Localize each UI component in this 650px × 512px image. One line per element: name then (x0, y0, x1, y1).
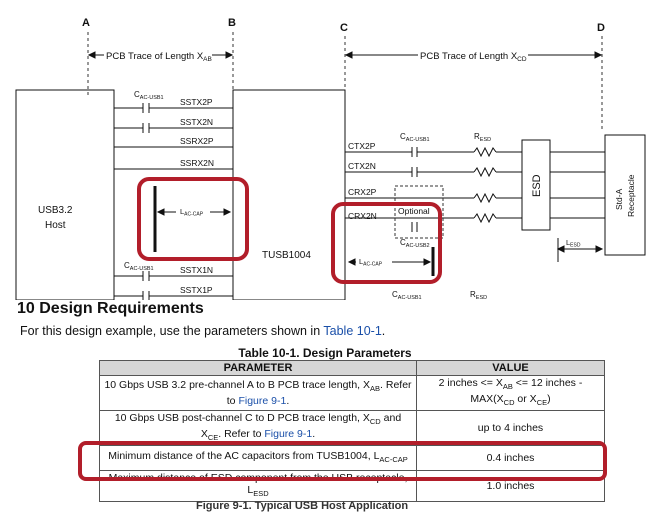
esd-label: ESD (531, 174, 543, 197)
lesd-label: LESD (566, 238, 581, 249)
host-box (15, 89, 115, 300)
figure-link[interactable]: Figure 9-1 (238, 395, 287, 408)
lac-cap-left-label: LAC-CAP (180, 207, 204, 218)
trace-ab-arrow (87, 51, 234, 59)
marker-c: C (340, 22, 348, 34)
esd-box (521, 139, 551, 231)
signal-sstx2n: SSTX2N (180, 117, 213, 127)
receptacle-label-1: Std-A (614, 188, 624, 210)
value-cell: 2 inches <= XAB <= 12 inches - MAX(XCD o… (416, 374, 605, 412)
signal-crx2n: CRX2N (348, 211, 377, 221)
header-value: VALUE (416, 360, 605, 376)
figure-caption-cut: Figure 9-1. Typical USB Host Application (196, 500, 409, 512)
chip-label: TUSB1004 (262, 250, 311, 261)
cap-usb2: CAC-USB2 (400, 238, 430, 249)
section-title: 10 Design Requirements (17, 300, 204, 317)
table-row: 10 Gbps USB 3.2 pre-channel A to B PCB t… (99, 374, 605, 412)
cap-usb1-right-top: CAC-USB1 (400, 132, 430, 143)
host-label-line1: USB3.2 (38, 205, 73, 216)
highlight-right (331, 202, 442, 284)
cap-usb1-top: CAC-USB1 (134, 90, 164, 101)
value-cell: 1.0 inches (416, 470, 605, 503)
signal-sstx1n: SSTX1N (180, 265, 213, 275)
host-label-line2: Host (45, 220, 66, 231)
marker-d: D (597, 22, 605, 34)
lac-cap-left-marker (153, 186, 232, 252)
highlight-left (137, 177, 249, 261)
receptacle-label-2: Receptacle (626, 174, 636, 217)
receptacle-box (604, 134, 646, 256)
cap-usb1-bottom: CAC-USB1 (124, 261, 154, 272)
intro-end: . (381, 324, 386, 338)
trace-cd-arrow (344, 51, 603, 59)
intro-text: For this design example, use the paramet… (20, 324, 324, 338)
lesd-marker (556, 238, 604, 262)
lac-cap-right-label: LAC-CAP (359, 257, 383, 268)
signal-sstx2p: SSTX2P (180, 97, 213, 107)
figure-link[interactable]: Figure 9-1 (264, 428, 313, 441)
value-cell: 0.4 inches (416, 445, 605, 472)
table-link[interactable]: Table 10-1 (323, 324, 382, 338)
guide-lines (87, 32, 603, 130)
table-row: Minimum distance of the AC capacitors fr… (99, 445, 605, 472)
table-header-row: PARAMETER VALUE (99, 360, 605, 376)
design-parameters-table: PARAMETER VALUE 10 Gbps USB 3.2 pre-chan… (99, 360, 605, 503)
trace-cd-label: PCB Trace of Length XCD (420, 51, 527, 63)
optional-cap (411, 222, 418, 232)
trace-ab-label: PCB Trace of Length XAB (106, 51, 212, 63)
right-signal-lines (345, 146, 605, 224)
lac-cap-label-bg (176, 205, 210, 218)
signal-crx2p: CRX2P (348, 187, 377, 197)
param-cell: 10 Gbps USB 3.2 pre-channel A to B PCB t… (99, 374, 417, 412)
signal-ssrx2p: SSRX2P (180, 136, 214, 146)
optional-label: Optional (398, 206, 430, 216)
signal-sstx1p: SSTX1P (180, 285, 213, 295)
cap-usb1-right-bottom: CAC-USB1 (392, 290, 422, 300)
marker-b: B (228, 17, 236, 29)
highlight-row (78, 441, 607, 481)
tusb1004-box (232, 89, 346, 300)
resd-bottom: RESD (470, 290, 487, 300)
lac-cap-right-label-bg (356, 255, 392, 268)
signal-ssrx2n: SSRX2N (180, 158, 214, 168)
section-intro: For this design example, use the paramet… (20, 324, 385, 338)
param-cell: 10 Gbps USB post-channel C to D PCB trac… (99, 410, 417, 447)
signal-ctx2n: CTX2N (348, 161, 376, 171)
table-caption: Table 10-1. Design Parameters (238, 346, 412, 360)
value-cell: up to 4 inches (416, 410, 605, 447)
table-row: 10 Gbps USB post-channel C to D PCB trac… (99, 410, 605, 447)
schematic-diagram: A B C D PCB Trace of Length XAB PCB Trac… (15, 17, 646, 300)
resd-top: RESD (474, 132, 491, 143)
signal-ctx2p: CTX2P (348, 141, 376, 151)
header-parameter: PARAMETER (99, 360, 417, 376)
marker-a: A (82, 17, 90, 29)
left-signal-lines (114, 103, 233, 300)
